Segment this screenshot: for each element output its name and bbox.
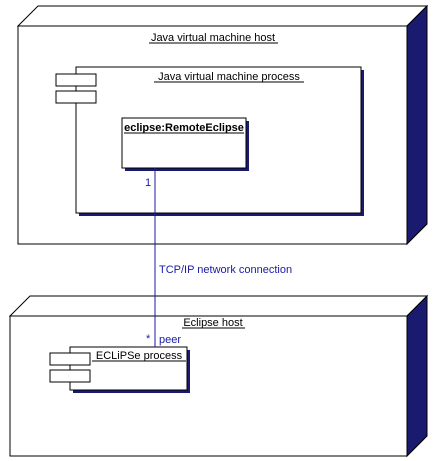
remote-eclipse-object: eclipse:RemoteEclipse — [121, 117, 249, 171]
connection-top-multiplicity: 1 — [145, 177, 151, 189]
remote-eclipse-label: eclipse:RemoteEclipse — [124, 122, 244, 134]
component-tab-bottom — [55, 90, 97, 104]
jvm-host-label: Java virtual machine host — [151, 32, 275, 44]
tcp-connection: 1 TCP/IP network connection * peer — [145, 168, 292, 347]
eclipse-process-component: ECLiPSe process — [49, 346, 190, 393]
eclipse-process-label: ECLiPSe process — [96, 350, 183, 362]
component-tab-bottom — [49, 369, 91, 383]
component-tab-top — [55, 73, 97, 87]
connection-bottom-multiplicity: * — [146, 333, 151, 345]
eclipse-host-label: Eclipse host — [183, 317, 242, 329]
connection-bottom-role: peer — [159, 334, 181, 346]
eclipse-host-node: Eclipse host — [8, 294, 429, 458]
jvm-process-label: Java virtual machine process — [158, 71, 300, 83]
component-tab-top — [49, 352, 91, 366]
connection-label: TCP/IP network connection — [159, 264, 292, 276]
